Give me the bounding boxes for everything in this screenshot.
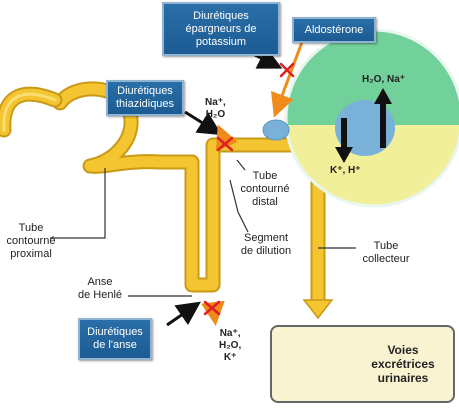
leader-lines [50, 159, 356, 297]
label-line: proximal [10, 248, 52, 260]
legend-line: Voies [387, 343, 419, 357]
loop-arrow [166, 301, 201, 327]
label-line: Tube [18, 222, 44, 234]
tubular-cell-detail [284, 28, 459, 208]
loop-of-henle-label: Anse de Henlé [72, 276, 128, 302]
label-line: contourné [6, 235, 56, 247]
urinary-tract-legend [270, 325, 455, 403]
aldosterone-box: Aldostérone [292, 17, 376, 43]
potassium-sparing-arrow [254, 47, 283, 69]
urinary-tract-legend-text: Voies excrétrices urinaires [364, 343, 442, 385]
thiazide-site-ions: Na⁺, H₂O [205, 97, 226, 121]
inhibition-cross-potassium [279, 62, 295, 78]
label-line: Anse [87, 276, 113, 288]
ion-na: Na⁺, [205, 97, 226, 108]
thiazide-arrow [184, 110, 223, 136]
label-line: Segment [243, 232, 289, 244]
proximal-tubule-label: Tube contourné proximal [2, 222, 60, 261]
legend-line: excrétrices [371, 357, 435, 371]
ion-na: Na⁺, [219, 328, 241, 339]
label-line: collecteur [362, 253, 410, 265]
collector-outflow-arrow [302, 299, 334, 320]
label-line: de Henlé [77, 289, 123, 301]
label-line: de dilution [240, 245, 292, 257]
potassium-sparing-diuretics-box: Diurétiques épargneurs de potassium [162, 2, 280, 56]
legend-line: urinaires [377, 371, 429, 385]
cell-down-ions: K⁺, H⁺ [330, 165, 361, 176]
aldosterone-arrow [271, 41, 304, 118]
label-line: contourné [240, 183, 290, 195]
label-line: distal [252, 196, 278, 208]
cell-up-ions: H₂O, Na⁺ [362, 74, 406, 85]
inhibition-cross-thiazide [216, 136, 234, 152]
collecting-duct-label: Tube collecteur [356, 240, 416, 266]
thiazide-site-arrow [215, 124, 238, 152]
ion-k: K⁺ [223, 352, 237, 363]
ion-h2o: H₂O, [219, 340, 242, 351]
inhibition-cross-loop [203, 300, 221, 316]
distal-tubule-label: Tube contourné distal [234, 170, 296, 209]
nephron-tubule [0, 81, 326, 313]
ion-h2o: H₂O [205, 109, 226, 120]
loop-diuretics-box: Diurétiques de l'anse [78, 318, 152, 360]
label-line: Tube [373, 240, 399, 252]
loop-site-ions: Na⁺, H₂O, K⁺ [219, 328, 241, 364]
thiazide-diuretics-box: Diurétiques thiazidiques [106, 80, 184, 116]
label-line: Tube [252, 170, 278, 182]
dilution-segment-label: Segment de dilution [234, 232, 298, 258]
aldosterone-receptor [262, 119, 290, 141]
